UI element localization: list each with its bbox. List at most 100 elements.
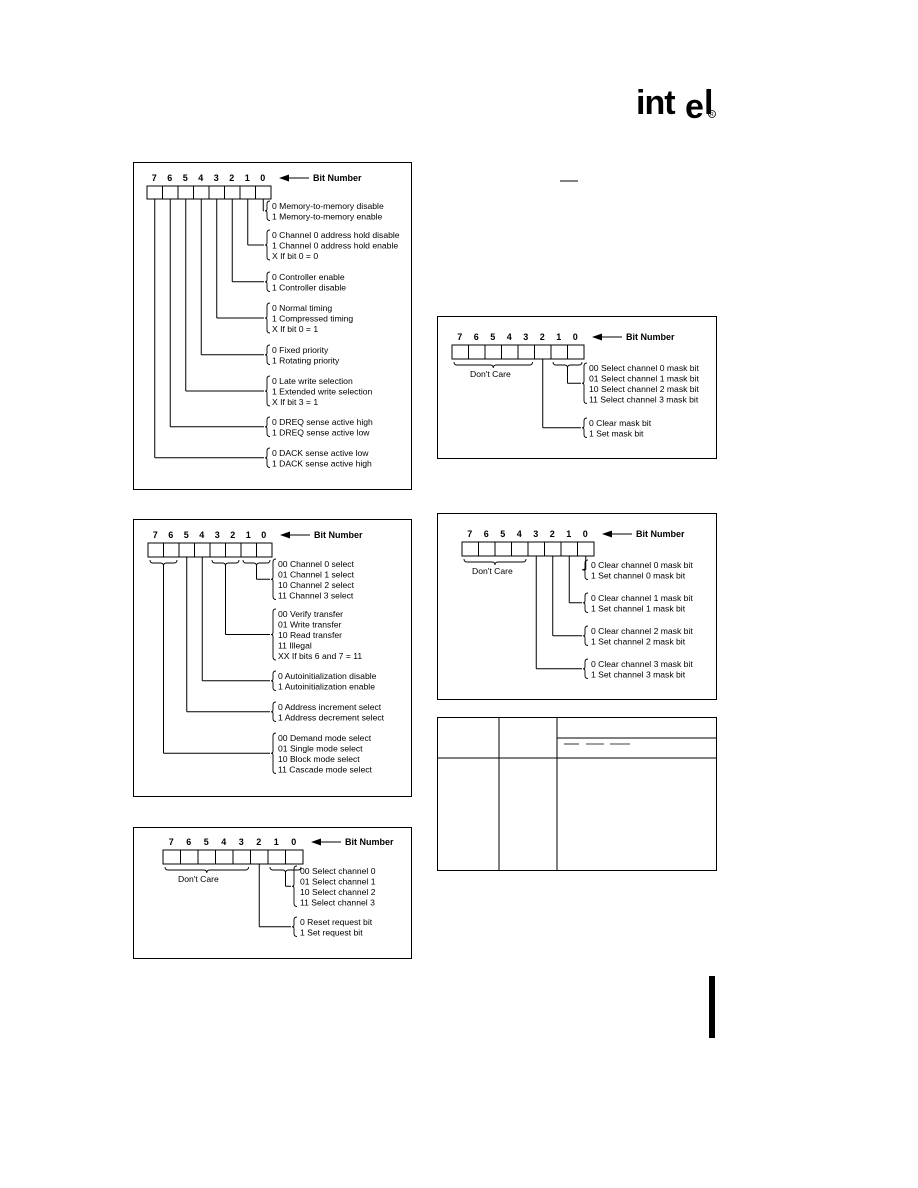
group-brace — [264, 229, 271, 261]
register-cell — [162, 185, 179, 200]
register-cell — [194, 542, 211, 558]
register-cell — [250, 849, 269, 865]
register-cell — [208, 185, 225, 200]
option-label: 10 Read transfer — [278, 630, 342, 640]
bit-number-label: Bit Number — [636, 529, 685, 539]
registered-mark: R — [708, 110, 716, 118]
option-label: 00 Demand mode select — [278, 733, 372, 743]
register-cell — [527, 541, 545, 557]
bit-label-4: 4 — [198, 173, 203, 183]
arrow-head-icon — [280, 531, 290, 539]
group-brace — [264, 271, 271, 292]
group-brace — [270, 732, 277, 774]
option-label: 11 Cascade mode select — [278, 765, 373, 775]
arrow-head-icon — [279, 174, 289, 182]
group-brace — [582, 658, 589, 679]
register-cell — [255, 185, 272, 200]
bit-label-7: 7 — [457, 332, 462, 342]
bit-label-1: 1 — [566, 529, 571, 539]
bit-label-0: 0 — [583, 529, 588, 539]
bit-label-4: 4 — [221, 837, 226, 847]
svg-text:R: R — [710, 112, 714, 118]
group-brace — [270, 670, 277, 691]
svg-text:int: int — [636, 86, 675, 122]
register-cell — [534, 344, 552, 360]
option-label: 01 Select channel 1 mask bit — [589, 374, 699, 384]
register-cell — [162, 849, 181, 865]
group-brace — [582, 592, 589, 613]
option-label: 00 Channel 0 select — [278, 559, 355, 569]
register-cell — [451, 344, 469, 360]
register-cell — [193, 185, 210, 200]
intel-logo-graphic: int e l — [636, 84, 713, 126]
group-brace — [264, 416, 271, 437]
register-cell — [494, 541, 512, 557]
dont-care-brace — [269, 866, 302, 874]
register-cell — [240, 542, 257, 558]
option-label: 0 DACK sense active low — [272, 448, 369, 458]
bit-label-4: 4 — [199, 530, 204, 540]
group-brace — [291, 865, 298, 907]
bit-label-5: 5 — [184, 530, 189, 540]
option-label: 0 Reset request bit — [300, 917, 373, 927]
bit-label-2: 2 — [256, 837, 261, 847]
dont-care-brace — [242, 559, 271, 567]
bit-label-2: 2 — [230, 530, 235, 540]
bit-number-label: Bit Number — [626, 332, 675, 342]
register-cell — [197, 849, 216, 865]
bit-label-3: 3 — [214, 173, 219, 183]
section-marker-bar — [709, 976, 715, 1038]
option-label: 00 Select channel 0 — [300, 866, 376, 876]
option-label: 1 Autoinitialization enable — [278, 682, 375, 692]
option-label: 0 Late write selection — [272, 376, 353, 386]
option-label: 00 Verify transfer — [278, 609, 343, 619]
register-cell — [225, 542, 242, 558]
dont-care-label: Don't Care — [472, 566, 513, 576]
register-cell — [478, 541, 496, 557]
option-label: 10 Channel 2 select — [278, 580, 355, 590]
dont-care-brace — [453, 361, 533, 369]
group-brace — [270, 558, 277, 600]
svg-text:e: e — [685, 88, 703, 122]
register-cell — [468, 344, 486, 360]
bit-label-2: 2 — [550, 529, 555, 539]
register-cell — [560, 541, 578, 557]
option-label: 0 Clear channel 1 mask bit — [591, 593, 693, 603]
bit-label-3: 3 — [239, 837, 244, 847]
register-cell — [267, 849, 286, 865]
register-table — [437, 717, 717, 871]
dont-care-brace — [211, 559, 240, 567]
option-label: 0 Clear mask bit — [589, 418, 652, 428]
option-label: 1 Set channel 3 mask bit — [591, 670, 686, 680]
dont-care-brace — [164, 866, 249, 874]
group-brace — [582, 625, 589, 646]
option-label: 1 DREQ sense active low — [272, 428, 370, 438]
option-label: 1 Channel 0 address hold enable — [272, 241, 398, 251]
option-label: 1 Address decrement select — [278, 713, 385, 723]
bit-label-1: 1 — [556, 332, 561, 342]
register-cell — [285, 849, 304, 865]
option-label: 01 Single mode select — [278, 744, 363, 754]
option-label: 1 Controller disable — [272, 283, 346, 293]
option-label: 0 Clear channel 3 mask bit — [591, 659, 693, 669]
register-cell — [484, 344, 502, 360]
bit-label-4: 4 — [507, 332, 512, 342]
bit-label-5: 5 — [183, 173, 188, 183]
group-brace — [270, 701, 277, 722]
bit-label-4: 4 — [517, 529, 522, 539]
bit-label-1: 1 — [274, 837, 279, 847]
bit-label-3: 3 — [215, 530, 220, 540]
group-brace — [581, 417, 588, 438]
option-label: 11 Channel 3 select — [278, 591, 354, 601]
register-cell — [177, 185, 194, 200]
intel-logo: int e l — [636, 84, 718, 126]
option-label: 0 DREQ sense active high — [272, 417, 373, 427]
bit-label-7: 7 — [153, 530, 158, 540]
bit-label-6: 6 — [167, 173, 172, 183]
bit-label-0: 0 — [291, 837, 296, 847]
register-cell — [256, 542, 273, 558]
option-label: 10 Select channel 2 mask bit — [589, 384, 699, 394]
option-label: X If bit 0 = 0 — [272, 251, 318, 261]
register-cell — [567, 344, 585, 360]
